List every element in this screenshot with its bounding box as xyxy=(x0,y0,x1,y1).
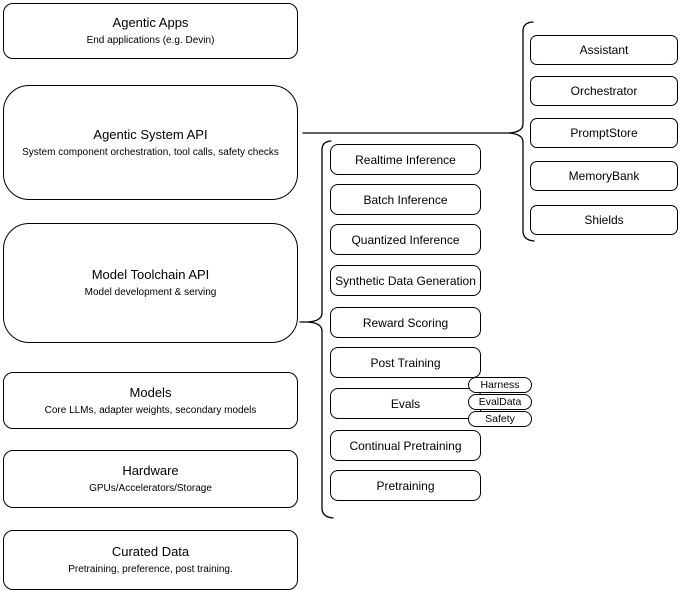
node-assistant: Assistant xyxy=(530,35,678,65)
node-quantized-inference: Quantized Inference xyxy=(330,224,481,255)
node-label: Evals xyxy=(390,396,421,411)
node-reward-scoring: Reward Scoring xyxy=(330,307,481,338)
node-promptstore: PromptStore xyxy=(530,118,678,148)
node-models: Models Core LLMs, adapter weights, secon… xyxy=(3,372,298,429)
node-subtitle: GPUs/Accelerators/Storage xyxy=(89,483,212,494)
node-model-toolchain-api: Model Toolchain API Model development & … xyxy=(3,223,298,343)
node-label: Continual Pretraining xyxy=(349,438,462,453)
node-batch-inference: Batch Inference xyxy=(330,184,481,215)
node-label: PromptStore xyxy=(570,126,638,140)
node-label: Shields xyxy=(584,213,624,227)
node-label: Batch Inference xyxy=(363,192,448,207)
node-label: Quantized Inference xyxy=(351,232,460,247)
tag-label: Safety xyxy=(485,413,515,425)
node-agentic-system-api: Agentic System API System component orch… xyxy=(3,85,298,200)
tag-label: EvalData xyxy=(478,396,522,408)
node-post-training: Post Training xyxy=(330,347,481,378)
node-label: Realtime Inference xyxy=(355,152,456,167)
node-title: Agentic System API xyxy=(93,126,208,142)
node-realtime-inference: Realtime Inference xyxy=(330,144,481,175)
node-label: Assistant xyxy=(579,43,629,57)
tag-safety: Safety xyxy=(468,411,532,427)
node-label: Orchestrator xyxy=(570,84,638,98)
brace-system-components xyxy=(508,21,535,242)
node-title: Model Toolchain API xyxy=(91,267,210,282)
node-subtitle: Model development & serving xyxy=(84,287,217,298)
tag-label: Harness xyxy=(480,379,520,391)
node-hardware: Hardware GPUs/Accelerators/Storage xyxy=(3,450,298,508)
node-title: Models xyxy=(129,384,172,400)
node-pretraining: Pretraining xyxy=(330,470,481,501)
node-shields: Shields xyxy=(530,205,678,235)
tag-evaldata: EvalData xyxy=(468,394,532,410)
node-label: Post Training xyxy=(370,355,441,370)
node-memorybank: MemoryBank xyxy=(530,161,678,191)
node-subtitle: Pretraining, preference, post training. xyxy=(68,564,233,575)
node-evals: Evals xyxy=(330,388,481,419)
tag-harness: Harness xyxy=(468,377,532,393)
node-title: Hardware xyxy=(122,463,179,478)
node-synthetic-data-generation: Synthetic Data Generation xyxy=(330,265,481,296)
node-subtitle: System component orchestration, tool cal… xyxy=(22,146,279,158)
node-title: Agentic Apps xyxy=(112,15,189,30)
node-subtitle: End applications (e.g. Devin) xyxy=(86,35,215,46)
node-curated-data: Curated Data Pretraining, preference, po… xyxy=(3,530,298,590)
brace-toolchain-components xyxy=(307,140,334,519)
node-label: Reward Scoring xyxy=(362,315,449,330)
node-label: MemoryBank xyxy=(568,169,640,183)
node-orchestrator: Orchestrator xyxy=(530,76,678,106)
node-label: Synthetic Data Generation xyxy=(335,273,476,288)
node-continual-pretraining: Continual Pretraining xyxy=(330,430,481,461)
node-subtitle: Core LLMs, adapter weights, secondary mo… xyxy=(44,404,257,416)
node-label: Pretraining xyxy=(376,478,435,493)
node-agentic-apps: Agentic Apps End applications (e.g. Devi… xyxy=(3,3,298,59)
node-title: Curated Data xyxy=(111,544,190,559)
